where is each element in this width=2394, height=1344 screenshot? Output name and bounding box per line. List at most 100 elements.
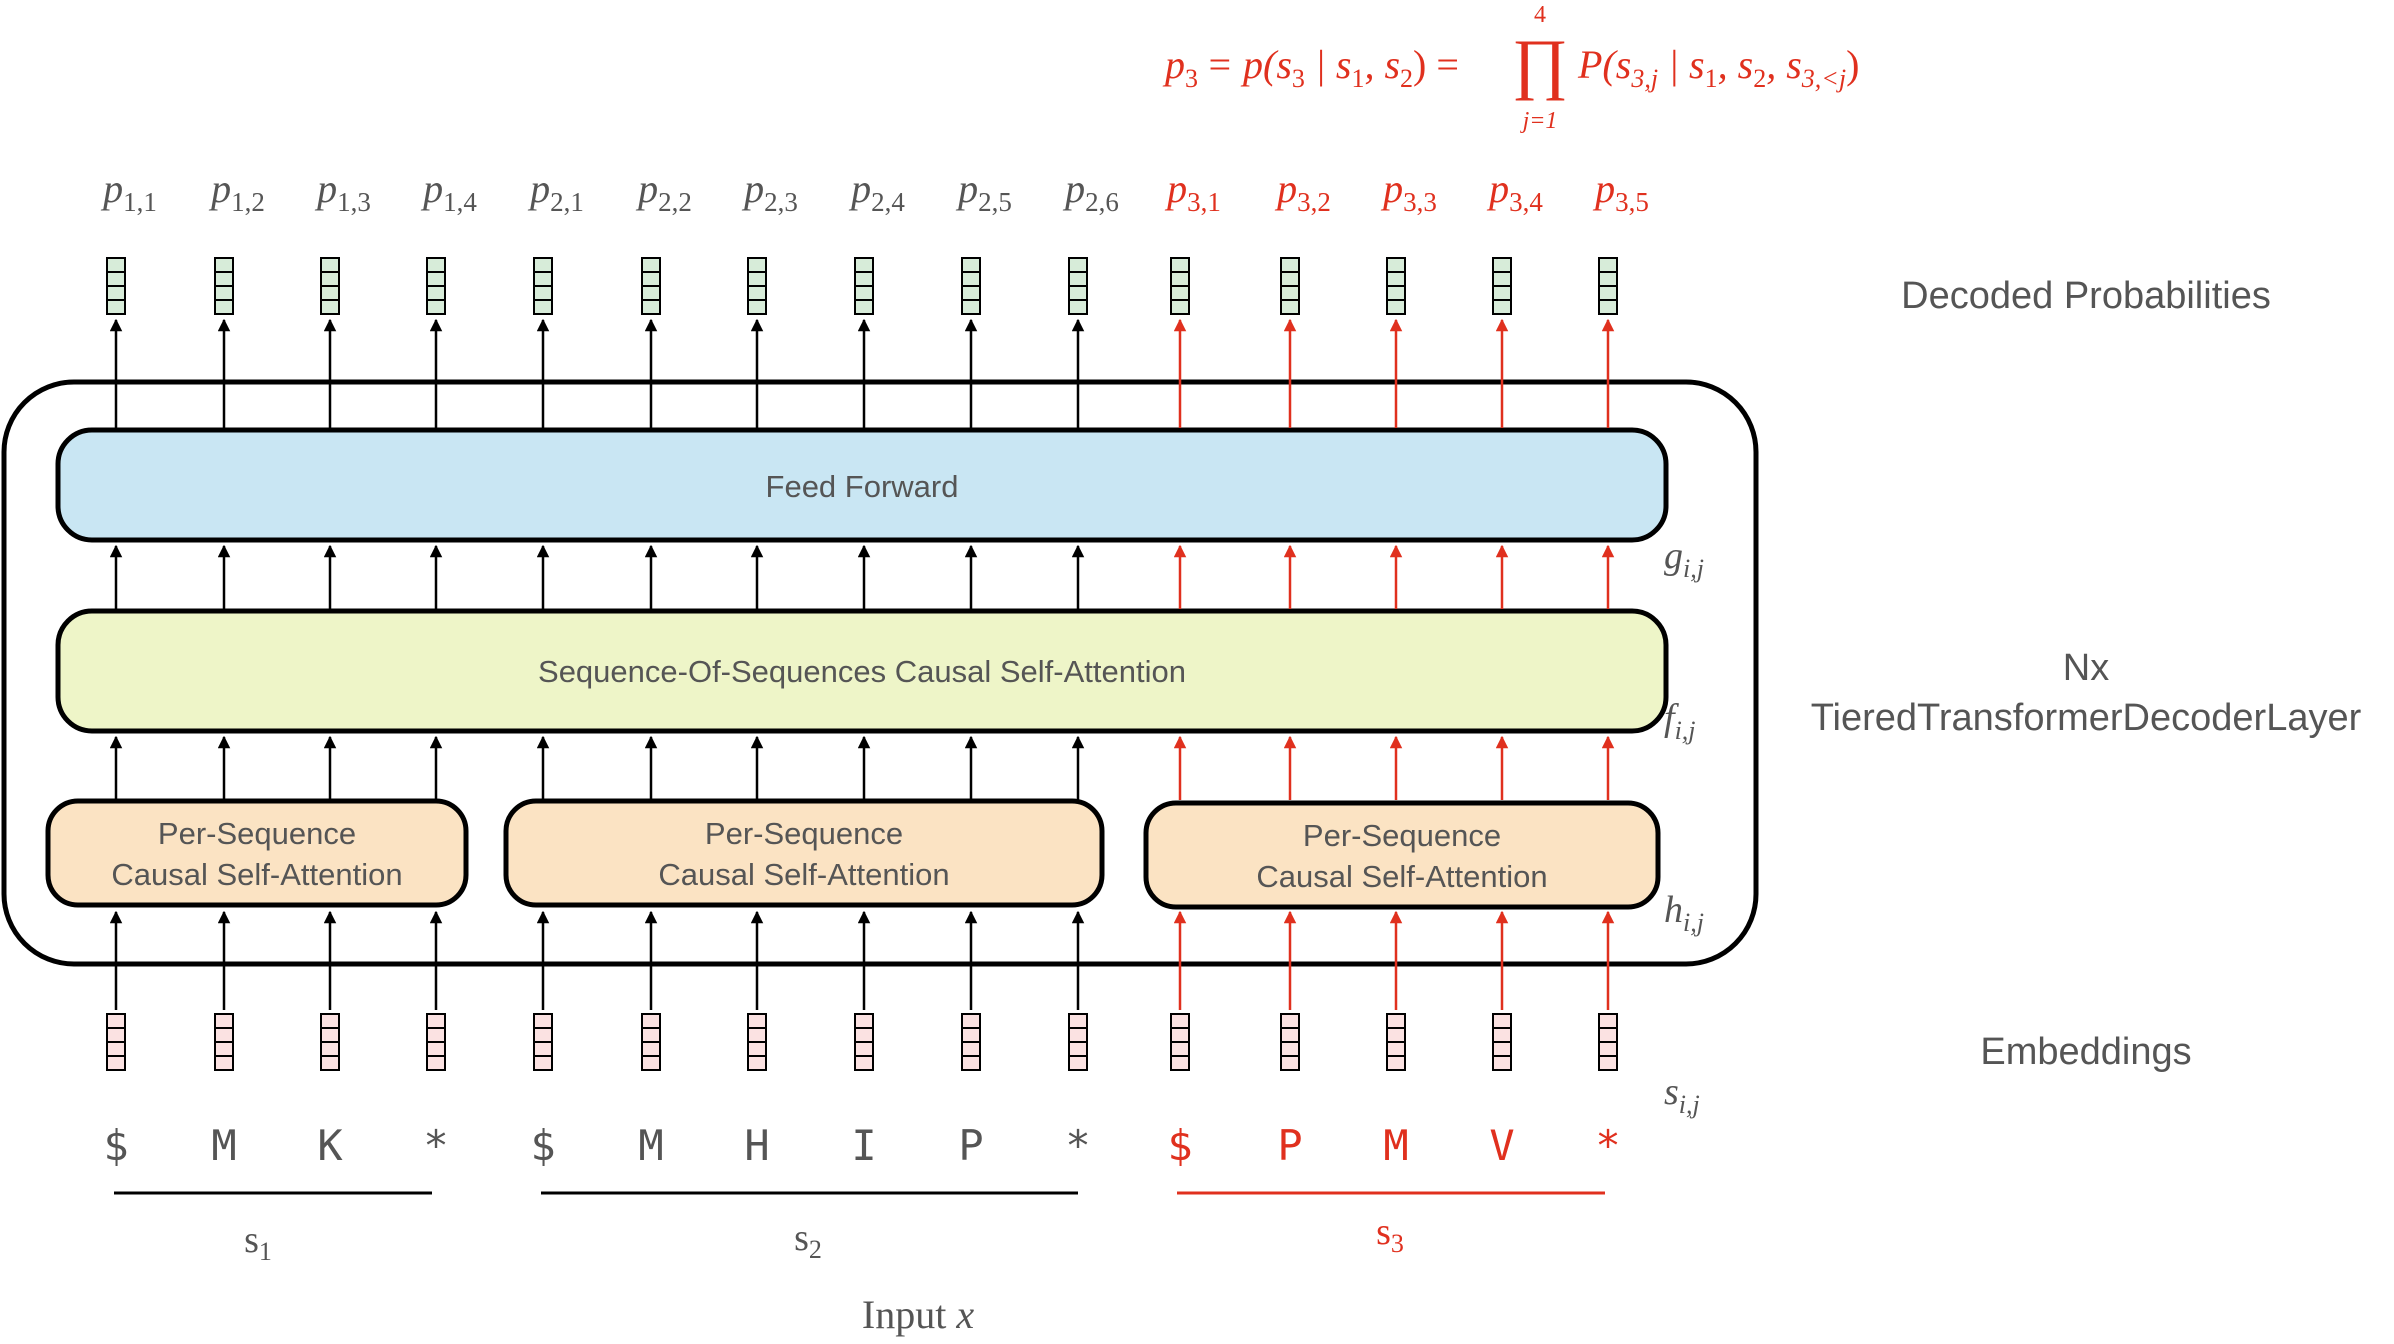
decoder-layer-container	[1, 379, 1759, 967]
input-token: $	[103, 1121, 128, 1170]
embeddings-label: Embeddings	[1980, 1031, 2191, 1073]
formula-rhs: P(s	[1577, 42, 1631, 87]
formula-rhs-close: )	[1846, 42, 1859, 87]
input-token: M	[211, 1121, 236, 1170]
per-sequence-label-3a: Per-Sequence	[1303, 818, 1501, 853]
formula-rhs-s1: 1	[1705, 64, 1718, 93]
per-sequence-label-2b: Causal Self-Attention	[658, 857, 949, 892]
formula-product-top: 4	[1534, 2, 1546, 28]
output-vector	[1170, 257, 1190, 315]
input-token: *	[1065, 1121, 1090, 1170]
input-token: $	[530, 1121, 555, 1170]
h-label: hi,j	[1664, 889, 1704, 937]
output-vector	[747, 257, 767, 315]
per-sequence-label-3b: Causal Self-Attention	[1256, 859, 1547, 894]
output-vector	[1068, 257, 1088, 315]
formula-rhs-sub: 3,j	[1630, 64, 1658, 93]
per-sequence-attention-block-1: Per-Sequence Causal Self-Attention	[45, 798, 469, 908]
formula-cond-sub: 3	[1292, 64, 1305, 93]
output-vector	[426, 257, 446, 315]
formula-lhs-sub: 3	[1185, 64, 1198, 93]
embedding-vector	[1280, 1013, 1300, 1071]
output-vector	[106, 257, 126, 315]
output-vector	[1386, 257, 1406, 315]
output-vector	[1598, 257, 1618, 315]
formula-cond-rest: | s	[1305, 42, 1352, 87]
embedding-vector	[426, 1013, 446, 1071]
formula-rhs-s3: 3,<j	[1801, 64, 1846, 93]
embedding-vector	[641, 1013, 661, 1071]
prob-label: p2,4	[848, 166, 905, 217]
output-vector	[854, 257, 874, 315]
prob-label: p2,2	[635, 166, 692, 217]
svg-text:P(s3,j | s1, s2, s3,<j): P(s3,j | s1, s2, s3,<j)	[1577, 42, 1859, 93]
input-token: P	[958, 1121, 983, 1170]
embedding-vector	[747, 1013, 767, 1071]
output-vector	[961, 257, 981, 315]
formula-close-eq: ) =	[1413, 42, 1459, 87]
input-token: P	[1277, 1121, 1302, 1170]
per-sequence-attention-block-2: Per-Sequence Causal Self-Attention	[503, 798, 1105, 908]
prob-label: p2,1	[527, 166, 584, 217]
prob-label: p1,1	[100, 166, 157, 217]
formula-rhs-comma2: , s	[1766, 42, 1802, 87]
input-token: $	[1167, 1121, 1192, 1170]
s-label: si,j	[1664, 1071, 1700, 1119]
per-sequence-attention-block-3: Per-Sequence Causal Self-Attention	[1143, 800, 1661, 910]
output-vector	[320, 257, 340, 315]
input-token: M	[638, 1121, 663, 1170]
input-token: *	[423, 1121, 448, 1170]
g-label: gi,j	[1664, 535, 1704, 583]
input-token: H	[744, 1121, 769, 1170]
svg-text:p3= p(s3 | s1, s2) =: p3= p(s3 | s1, s2) =	[1162, 42, 1459, 93]
output-vector	[214, 257, 234, 315]
embedding-vector	[1386, 1013, 1406, 1071]
decoded-probabilities-label: Decoded Probabilities	[1901, 275, 2271, 317]
f-label: fi,j	[1664, 697, 1696, 745]
embedding-vector	[1170, 1013, 1190, 1071]
sos-attention-label: Sequence-Of-Sequences Causal Self-Attent…	[538, 654, 1186, 689]
prob-label: p3,4	[1486, 166, 1543, 217]
per-sequence-label-2a: Per-Sequence	[705, 816, 903, 851]
prob-label: p1,4	[420, 166, 477, 217]
embedding-vector	[320, 1013, 340, 1071]
prob-label: p3,3	[1380, 166, 1437, 217]
embedding-vector	[1492, 1013, 1512, 1071]
input-token: *	[1595, 1121, 1620, 1170]
prob-label: p2,5	[955, 166, 1012, 217]
per-sequence-label-1b: Causal Self-Attention	[111, 857, 402, 892]
formula-rhs-rest: | s	[1658, 42, 1705, 87]
input-token: V	[1489, 1121, 1514, 1170]
output-vector	[1492, 257, 1512, 315]
input-token: M	[1383, 1121, 1408, 1170]
embedding-vector	[106, 1013, 126, 1071]
embedding-vector	[533, 1013, 553, 1071]
prob-label: p3,5	[1592, 166, 1649, 217]
prob-label: p1,2	[208, 166, 265, 217]
embedding-vector	[214, 1013, 234, 1071]
sequence-1-label: s1	[244, 1219, 272, 1266]
input-x-label: Input x	[862, 1292, 974, 1337]
input-token: I	[851, 1121, 876, 1170]
sequence-2-label: s2	[794, 1217, 822, 1264]
feed-forward-block: Feed Forward	[55, 427, 1669, 543]
prob-label: p1,3	[314, 166, 371, 217]
formula-lhs: p	[1162, 42, 1185, 87]
layer-name-label: TieredTransformerDecoderLayer	[1811, 697, 2362, 739]
formula-product-symbol: ∏	[1512, 25, 1568, 101]
formula-product-bottom: j=1	[1520, 108, 1558, 134]
sequence-3-label: s3	[1376, 1211, 1404, 1258]
prob-label: p3,1	[1164, 166, 1221, 217]
output-vector	[533, 257, 553, 315]
formula-rhs-comma1: , s	[1718, 42, 1754, 87]
formula-rhs-s2: 2	[1753, 64, 1766, 93]
nx-label: Nx	[2063, 647, 2109, 689]
prob-label: p3,2	[1274, 166, 1331, 217]
embedding-vector	[1598, 1013, 1618, 1071]
embedding-vector	[1068, 1013, 1088, 1071]
formula-comma: , s	[1364, 42, 1400, 87]
output-vector	[641, 257, 661, 315]
formula-s2-sub: 2	[1400, 64, 1413, 93]
formula-prob-open: = p(s	[1206, 42, 1292, 87]
